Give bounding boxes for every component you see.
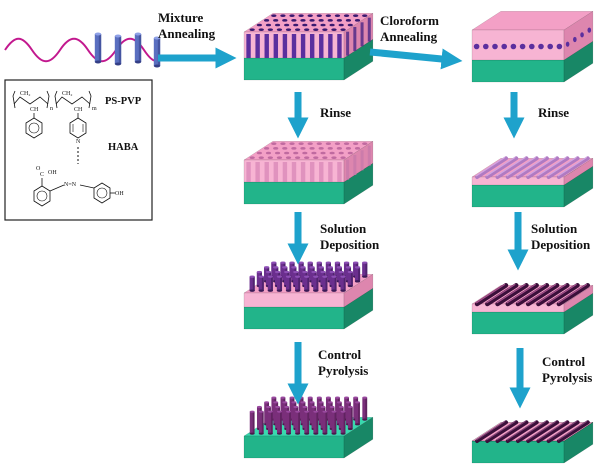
ch2-label-2: CH₂ (62, 91, 72, 97)
step-label-solution-left: Solution (320, 221, 367, 236)
step-label-deposition-right: Deposition (531, 237, 591, 252)
chain-cylinder (114, 34, 122, 66)
n-subscript: n (50, 106, 53, 112)
ch-label: CH (30, 107, 39, 113)
block-deposited-left (243, 261, 374, 330)
block-mixture-annealed (243, 12, 374, 81)
oh-label: OH (48, 170, 57, 176)
carbon-label: C (40, 172, 44, 178)
pillar (331, 275, 337, 292)
pillar (267, 410, 273, 435)
step-label-control-right: Control (542, 354, 585, 369)
oxygen-label: O (36, 166, 41, 172)
step-label-rinse-right: Rinse (538, 105, 569, 120)
chemical-structure-box: CH₂ CH n CH₂ CH m N O C OH N=N OH PS-PVP… (4, 79, 153, 221)
pillar (322, 275, 328, 292)
block-rinsed-right (471, 156, 594, 208)
step-label-annealing: Annealing (158, 26, 216, 41)
pillar (267, 275, 273, 292)
pillar (362, 261, 368, 278)
arrow-chloroform-annealing (369, 48, 463, 70)
step-label-deposition-left: Deposition (320, 237, 380, 252)
pillar (295, 410, 301, 435)
m-subscript: m (92, 106, 97, 112)
pillar (285, 275, 292, 292)
pillar (340, 275, 346, 292)
step-label-cloroform-annealing: Annealing (380, 29, 438, 44)
block-chloroform-annealed (471, 10, 594, 83)
block-rinsed-left (243, 140, 374, 205)
pillar (258, 410, 264, 435)
step-label-control-left: Control (318, 347, 361, 362)
ps-pvp-label: PS-PVP (105, 96, 142, 107)
pillar (322, 410, 328, 435)
pillar (347, 405, 353, 431)
block-pyrolyzed-right (471, 420, 594, 464)
pillar (331, 410, 337, 435)
pillar (286, 410, 291, 435)
chain-cylinder (94, 32, 102, 64)
step-label-pyrolysis-right: Pyrolysis (542, 370, 592, 385)
pillar (277, 410, 282, 435)
haba-label: HABA (108, 142, 139, 153)
pillar (304, 275, 310, 292)
azo-label: N=N (64, 182, 77, 188)
pillar (249, 410, 255, 435)
step-label-solution-right: Solution (531, 221, 578, 236)
step-label-rinse-left: Rinse (320, 105, 351, 120)
pillar (295, 275, 301, 292)
pillar (340, 410, 346, 435)
pillar (258, 275, 264, 292)
pillar (249, 275, 255, 292)
chain-cylinder (153, 36, 161, 68)
block-pyrolyzed-left (243, 396, 374, 459)
ch2-label: CH₂ (20, 91, 30, 97)
step-label-mixture: Mixture (158, 10, 203, 25)
pillar (347, 270, 353, 288)
step-label-pyrolysis-left: Pyrolysis (318, 363, 368, 378)
pillar (313, 410, 319, 435)
hydroxyl-label: OH (115, 191, 124, 197)
chain-cylinder (134, 32, 142, 64)
block-deposited-right (471, 283, 594, 335)
ch-label-2: CH (74, 107, 83, 113)
pillar (362, 396, 368, 421)
pillar (304, 410, 310, 435)
pillar (354, 266, 361, 283)
pillar (355, 401, 360, 426)
pillar (313, 275, 319, 292)
nitrogen-label: N (76, 139, 81, 145)
step-label-cloroform: Cloroform (380, 13, 439, 28)
polymer-chain (4, 32, 163, 68)
pillar (276, 275, 283, 292)
process-arrows (158, 47, 531, 409)
